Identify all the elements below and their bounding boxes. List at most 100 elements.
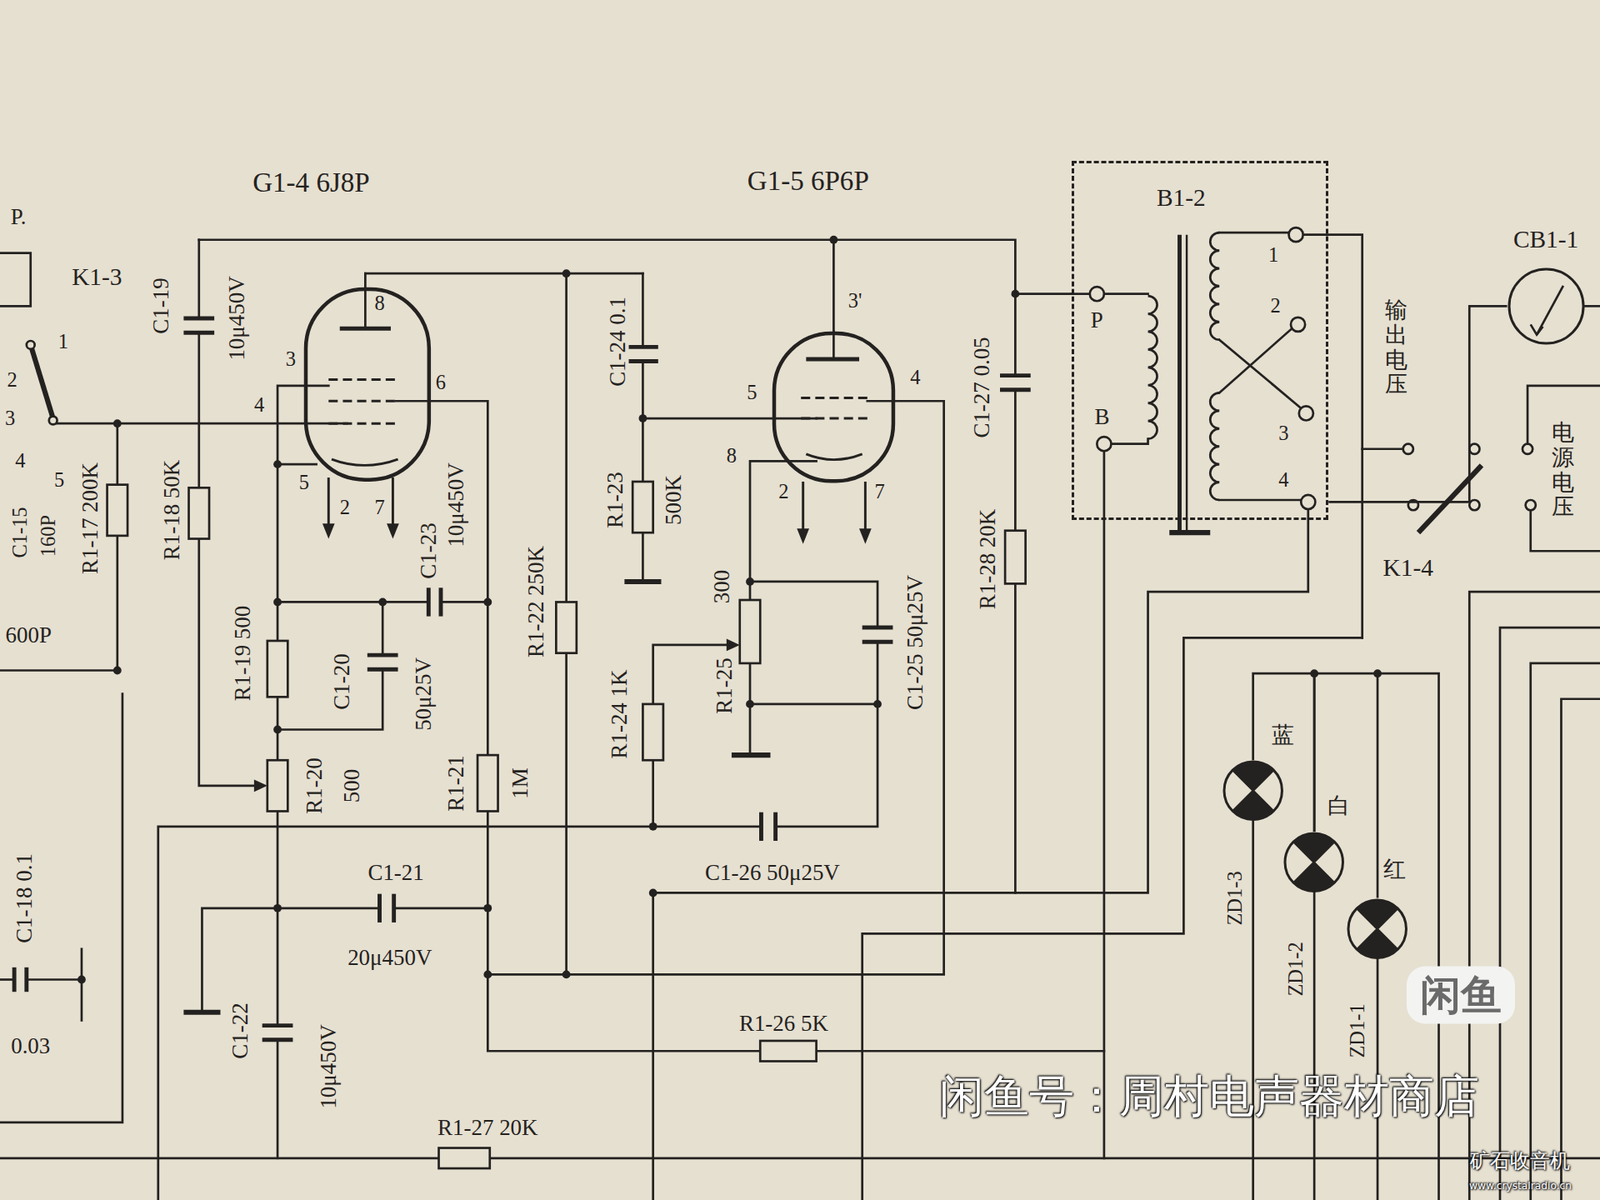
pin-number: 2 (5, 369, 20, 390)
transformer-winding (1148, 232, 1220, 531)
wire (1585, 305, 1600, 308)
component-label: C1-20 (330, 651, 354, 711)
junction-dot (649, 822, 658, 831)
meter-circle (1509, 269, 1584, 344)
part-designator: ZD1-2 (1285, 940, 1306, 999)
capacitor-symbol (391, 894, 396, 923)
wire (1303, 235, 1363, 639)
capacitor-symbol (14, 318, 1031, 1040)
wire (381, 601, 385, 655)
tube-electrode (328, 422, 400, 425)
junction-dot (273, 904, 282, 913)
wire (1219, 340, 1301, 409)
component-label: C1-18 0.1 (13, 851, 36, 945)
wire (440, 600, 488, 604)
indicator-lamp: 红ZD1-1 (1346, 898, 1408, 960)
component-label: 1M (509, 766, 532, 801)
wire (0, 232, 1600, 1200)
wire (1104, 292, 1149, 295)
resistor-symbol (189, 487, 210, 539)
wire (0, 1156, 440, 1160)
component-label: R1-27 20K (435, 1116, 540, 1140)
component-label: 0.03 (9, 1035, 52, 1058)
junction-dot (873, 700, 882, 709)
wire (642, 417, 816, 420)
capacitor-symbol (12, 967, 17, 992)
wire (26, 978, 82, 981)
ground-symbol (183, 532, 1210, 1013)
watermark: 闲鱼号：周村电声器材商店 (937, 1074, 1481, 1120)
pin-number: 7 (872, 481, 886, 502)
panel-label: 电源电压 (1550, 419, 1575, 520)
resistor-symbol (555, 601, 576, 653)
component-label: R1-21 (445, 754, 468, 814)
tube-electrode (805, 454, 862, 460)
switch-symbol (49, 416, 58, 425)
switch-symbol (1403, 444, 1414, 455)
ground-symbol (1169, 530, 1210, 535)
component-label: C1-21 (365, 860, 425, 884)
lamp-circle (1285, 833, 1343, 891)
wire (651, 892, 655, 1200)
wire (158, 826, 654, 1200)
tube-electrode (328, 378, 400, 381)
tube-electrode (391, 477, 395, 526)
resistor-symbol (439, 1148, 490, 1169)
wire (750, 460, 817, 600)
transformer-winding (1210, 232, 1220, 340)
wire (1014, 294, 1017, 376)
wire (364, 273, 367, 329)
arrow-head (322, 523, 335, 539)
wire (1219, 328, 1292, 393)
tube-electrode (805, 357, 860, 362)
wire (394, 906, 489, 910)
pin-number: 4 (908, 367, 922, 388)
capacitor-symbol (426, 587, 431, 616)
wire (277, 906, 380, 910)
component-label: R1-18 50K (160, 458, 183, 562)
resistor-symbol (740, 600, 760, 664)
wire (1014, 583, 1017, 893)
component-label: C1-19 (150, 276, 173, 336)
junction-dot (483, 970, 492, 979)
component-label: R1-28 20K (976, 507, 1000, 611)
component-label: 300 (710, 568, 733, 605)
wire (276, 810, 280, 1025)
pin-number: 7 (372, 496, 386, 517)
capacitor-symbol (439, 587, 444, 616)
tube-electrode (864, 481, 867, 531)
wire (641, 273, 645, 347)
component-label: C1-23 (417, 521, 440, 581)
pin-number: 4 (252, 395, 266, 415)
wire (80, 949, 84, 1021)
component-label: K1-3 (70, 265, 124, 290)
component-label: P (1089, 309, 1105, 332)
component-label: C1-25 50μ25V (904, 574, 927, 713)
wire (565, 653, 568, 975)
lamp-cross (1294, 841, 1335, 883)
wire (276, 1040, 280, 1159)
switch-symbol (26, 340, 35, 350)
wire (199, 539, 255, 786)
resistor-symbol (267, 760, 288, 811)
pin-number: 2 (776, 481, 790, 502)
wire (651, 760, 655, 827)
junction-dot (639, 414, 648, 423)
pin-number: 2 (338, 496, 352, 517)
pin-number: 5 (745, 382, 759, 403)
pin-number: 3 (1276, 423, 1290, 444)
tube-electrode (331, 459, 399, 465)
pin-number: 3 (3, 408, 17, 429)
wire (816, 1050, 1105, 1053)
terminal (1300, 495, 1315, 510)
component-label: R1-19 500 (231, 603, 255, 702)
capacitor-symbol (862, 625, 894, 630)
component-label: 500 (340, 767, 364, 805)
component-label: C1-27 0.05 (970, 335, 993, 440)
node-outline (1346, 898, 1408, 960)
panel-label: 输出电压 (1384, 296, 1409, 398)
pin-number: 3 (284, 349, 298, 370)
indicator-lamp: 蓝ZD1-3 (1222, 760, 1284, 821)
pin-number: 5 (52, 469, 66, 490)
